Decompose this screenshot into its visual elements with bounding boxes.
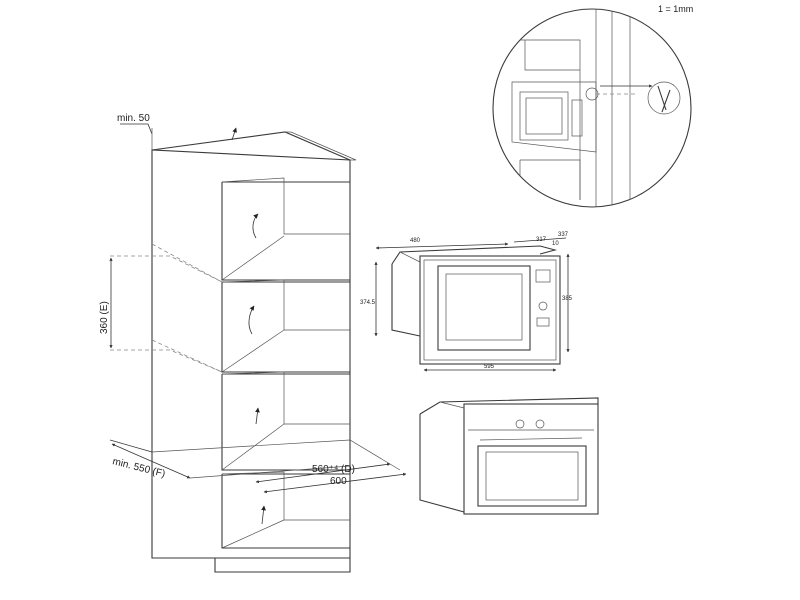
- mw-dim-top-c: 10: [552, 241, 559, 247]
- airflow-arrows: [231, 127, 266, 525]
- dim-niche-height: 360 (E): [99, 301, 110, 334]
- control-knob-icon: [538, 301, 548, 311]
- scale-note: 1 = 1mm: [658, 4, 693, 14]
- microwave-with-trim: 480 317 337 10 385 374.5 595: [360, 232, 573, 372]
- mw-dim-depth: 480: [410, 238, 421, 244]
- mw-dim-height-side: 385: [562, 296, 573, 302]
- control-knob-icon: [515, 419, 525, 429]
- built-in-oven: [419, 397, 599, 515]
- mw-dim-top-a: 317: [536, 237, 547, 243]
- dim-width: 600: [330, 476, 347, 487]
- airflow-arrow-icon: [248, 305, 255, 335]
- control-knob-icon: [535, 419, 545, 429]
- dim-depth-min: min. 550 (F): [111, 456, 166, 480]
- mw-dim-height-front: 374.5: [360, 300, 376, 306]
- detail-magnifier-icon: [492, 8, 692, 208]
- airflow-arrow-icon: [255, 407, 260, 425]
- airflow-arrow-icon: [261, 505, 266, 525]
- airflow-arrow-icon: [231, 127, 237, 141]
- mw-dim-width: 595: [484, 364, 495, 370]
- airflow-arrow-icon: [252, 213, 259, 239]
- dim-top-clearance: min. 50: [117, 113, 150, 124]
- dim-niche-depth: 560⁺⁴ (D): [312, 464, 355, 475]
- tall-cabinet: [110, 131, 357, 573]
- mw-dim-top-b: 337: [558, 232, 569, 238]
